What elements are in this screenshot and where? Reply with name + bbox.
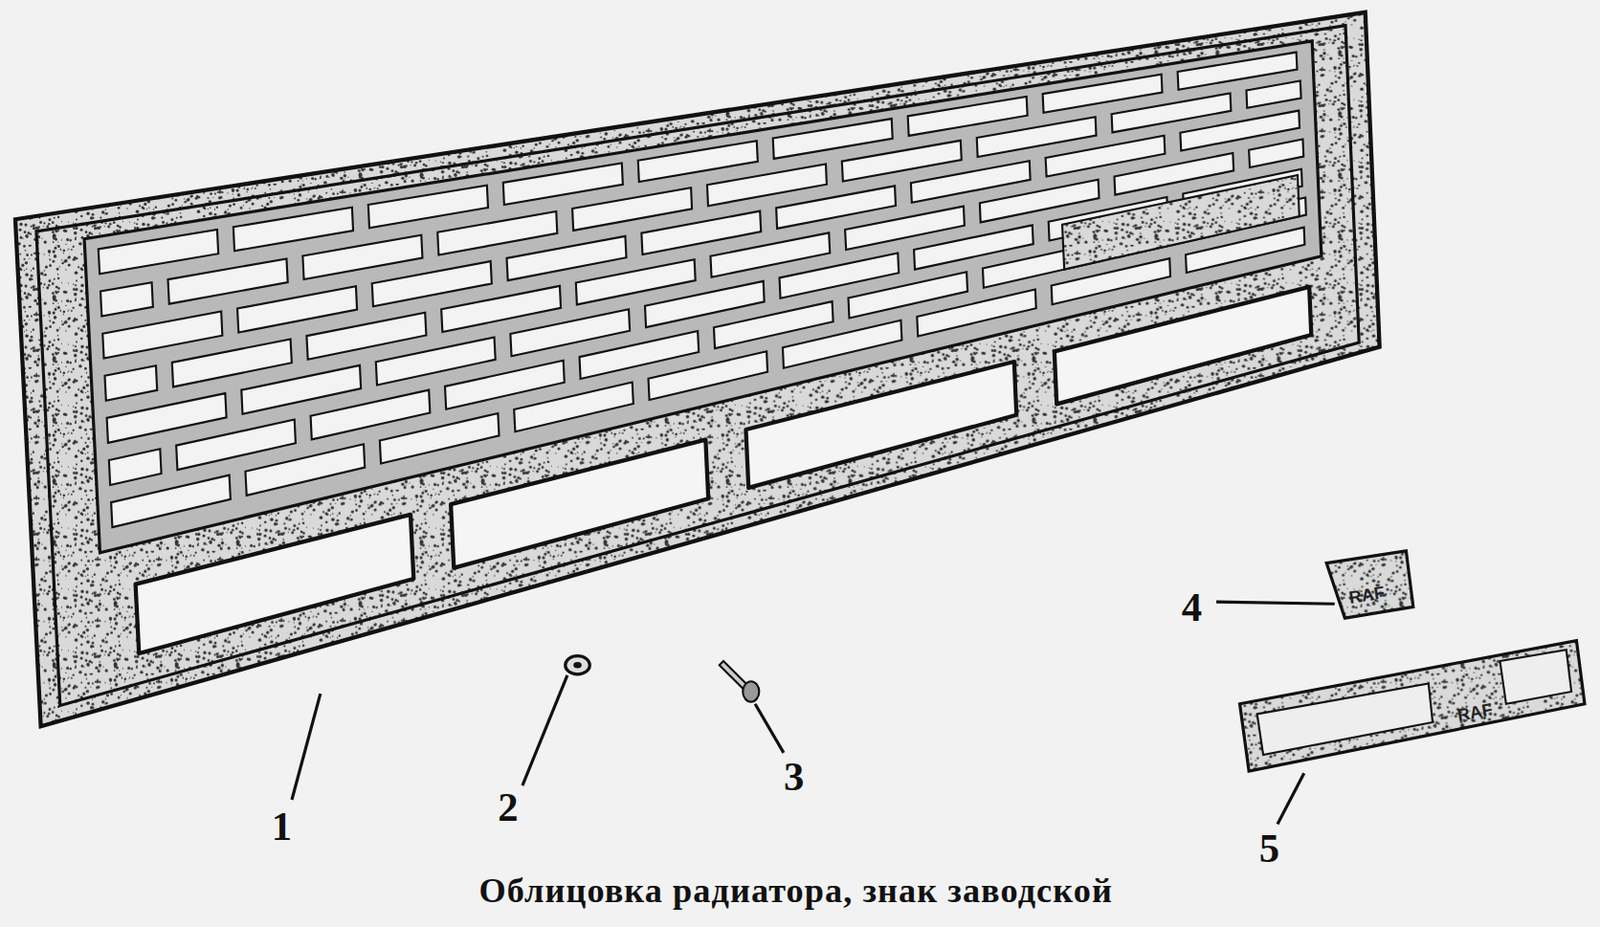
washer: [565, 656, 591, 675]
grille-slat: [368, 185, 489, 229]
grille-slat: [306, 312, 426, 360]
washer-hole: [573, 662, 582, 668]
grille-slat: [648, 351, 769, 400]
grille-slat: [107, 393, 227, 444]
leader-line: [1277, 773, 1305, 824]
grille-rim: [36, 25, 1359, 707]
grille-slat: [379, 413, 500, 465]
grille-slat: [376, 337, 496, 386]
grille-slat: [782, 320, 902, 369]
nameplate: [1240, 641, 1585, 772]
lower-opening: [450, 440, 709, 569]
grille-slat: [111, 475, 231, 528]
callout-number: 2: [497, 787, 518, 829]
grille-slat: [237, 286, 357, 333]
grille-frame: [15, 12, 1380, 727]
leader-line: [755, 704, 784, 754]
grille-slat: [576, 259, 696, 305]
grille-slat: [916, 289, 1036, 337]
grille-slat: [244, 444, 365, 496]
grille-slat: [572, 187, 692, 231]
leader-line: [291, 693, 321, 800]
grille-slat: [773, 118, 893, 159]
grille-slat: [507, 236, 627, 281]
grille-slat: [1248, 139, 1304, 168]
grille-slat: [441, 286, 561, 333]
callout-number: 4: [1181, 587, 1202, 629]
lower-opening: [745, 361, 1017, 489]
caption: Облицовка радиатора, знак заводской: [479, 873, 1113, 909]
leader-line: [522, 675, 568, 786]
lower-opening: [135, 514, 415, 654]
grille-slat: [503, 163, 623, 206]
grille-slat: [172, 338, 292, 387]
grille-slat: [109, 448, 162, 486]
lower-opening: [1054, 287, 1312, 405]
grille-slat: [908, 96, 1028, 136]
grille-slat: [105, 365, 158, 400]
callout-number: 5: [1259, 828, 1280, 870]
grille-slat: [372, 261, 492, 307]
callout-number: 3: [783, 756, 804, 799]
mount-plate: [1062, 175, 1300, 270]
leader-line: [1216, 601, 1335, 604]
grille-slat: [98, 229, 219, 274]
grille-slat: [1245, 81, 1301, 109]
grille-slat: [638, 140, 758, 182]
screw-head: [742, 681, 759, 702]
grille-slat: [641, 211, 761, 255]
grille-slat: [100, 282, 154, 316]
grille-slat: [168, 258, 289, 304]
grille-slat: [1043, 74, 1163, 113]
grille-slat: [102, 311, 223, 359]
grille-slat: [707, 164, 827, 207]
grille-slat: [241, 365, 361, 415]
grille-slat: [233, 207, 354, 252]
grille-slat: [776, 185, 896, 228]
nameplate-slot: [1499, 649, 1572, 705]
grille-slat: [176, 419, 296, 470]
nameplate-slot: [1257, 683, 1433, 756]
emblem-badge: [1326, 551, 1414, 619]
grille-slat: [302, 235, 423, 280]
grille-slat: [437, 211, 557, 255]
grille-slat: [842, 140, 962, 182]
callout-number: 1: [271, 805, 292, 847]
grille-slat: [513, 382, 634, 433]
